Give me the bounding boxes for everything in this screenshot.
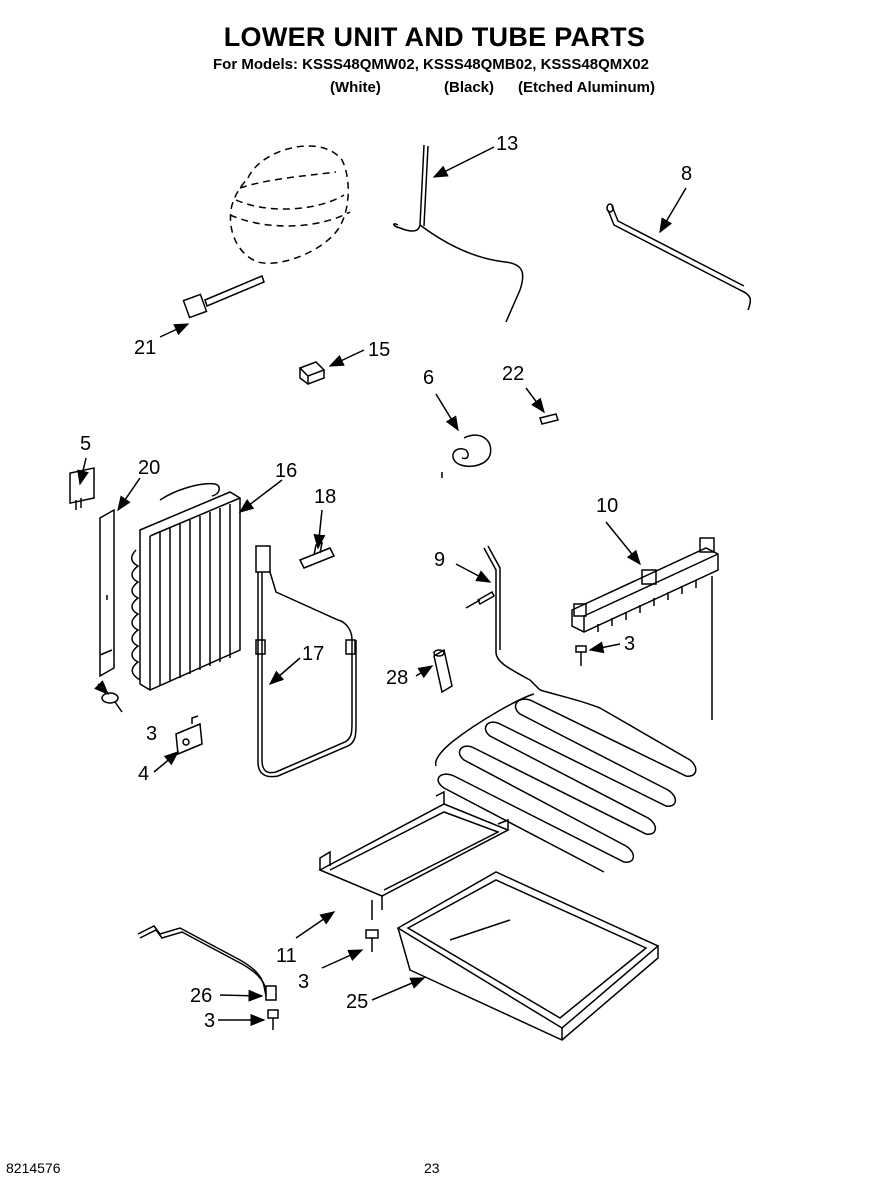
document-number: 8214576 — [6, 1160, 61, 1176]
callout-25: 25 — [346, 991, 368, 1013]
callout-26: 26 — [190, 985, 212, 1007]
leader-3b — [94, 680, 110, 696]
callout-21: 21 — [134, 337, 156, 359]
leader-8 — [659, 187, 687, 234]
callout-15: 15 — [368, 339, 390, 361]
part-22-pin — [539, 413, 559, 425]
leader-18 — [313, 509, 326, 550]
callout-6: 6 — [423, 367, 434, 389]
leader-17 — [268, 657, 301, 685]
variant-black: (Black) — [444, 79, 495, 96]
page-title: LOWER UNIT AND TUBE PARTS — [223, 22, 646, 52]
leader-11 — [295, 911, 336, 939]
page-number: 23 — [424, 1160, 440, 1176]
drain-heater-coil — [434, 689, 697, 873]
part-17-heater-loop — [255, 545, 357, 778]
leader-21 — [159, 323, 190, 338]
leader-9 — [455, 563, 492, 583]
callout-3-d: 3 — [204, 1010, 215, 1032]
callout-18: 18 — [314, 486, 336, 508]
part-20-strip — [99, 508, 115, 678]
callout-8: 8 — [681, 163, 692, 185]
callout-3-c: 3 — [298, 971, 309, 993]
leader-16 — [238, 479, 283, 513]
callout-4: 4 — [138, 763, 149, 785]
part-18-bracket — [298, 541, 336, 569]
part-11-pan-bracket — [318, 790, 510, 920]
leader-6 — [435, 393, 459, 432]
part-9-defrost-tube — [465, 545, 541, 691]
callout-3-a: 3 — [624, 633, 635, 655]
variant-white: (White) — [330, 79, 381, 96]
leader-25 — [371, 977, 426, 1001]
leader-3a — [588, 641, 621, 654]
part-26-tube-bracket — [137, 925, 277, 1001]
part-10-trough — [571, 537, 719, 720]
part-3-screw-a — [575, 645, 587, 666]
callout-11: 11 — [276, 945, 297, 967]
part-15-clip — [298, 361, 326, 385]
leader-26 — [219, 989, 264, 1002]
leader-22 — [525, 387, 545, 414]
callout-16: 16 — [275, 460, 297, 482]
part-6-wire — [441, 434, 492, 478]
leader-3c — [321, 949, 364, 969]
leader-4 — [153, 751, 180, 773]
part-8-tube — [606, 203, 752, 311]
part-16-evaporator — [131, 482, 241, 691]
leader-10 — [605, 521, 641, 566]
callout-10: 10 — [596, 495, 618, 517]
models-line: For Models: KSSS48QMW02, KSSS48QMB02, KS… — [213, 56, 649, 73]
callout-3-b: 3 — [146, 723, 157, 745]
part-28-plug — [433, 648, 453, 694]
callout-9: 9 — [434, 549, 445, 571]
callout-20: 20 — [138, 457, 160, 479]
callout-5: 5 — [80, 433, 91, 455]
part-21-heater — [182, 274, 265, 319]
variant-etched-aluminum: (Etched Aluminum) — [518, 79, 655, 96]
part-3-screw-b — [101, 692, 123, 713]
leader-28 — [415, 665, 434, 679]
callout-22: 22 — [502, 363, 524, 385]
leader-13 — [432, 146, 495, 178]
part-25-drain-pan — [396, 871, 660, 1041]
part-3-screw-d — [267, 1009, 279, 1030]
callout-17: 17 — [302, 643, 324, 665]
part-4-bracket — [175, 715, 203, 756]
part-3-screw-c — [365, 929, 379, 952]
callout-13: 13 — [496, 133, 518, 155]
leader-20 — [117, 477, 141, 512]
callout-28: 28 — [386, 667, 408, 689]
compressor-outline — [229, 145, 351, 264]
leader-5 — [77, 457, 89, 486]
leader-15 — [328, 349, 365, 367]
part-13-tube — [393, 144, 524, 323]
